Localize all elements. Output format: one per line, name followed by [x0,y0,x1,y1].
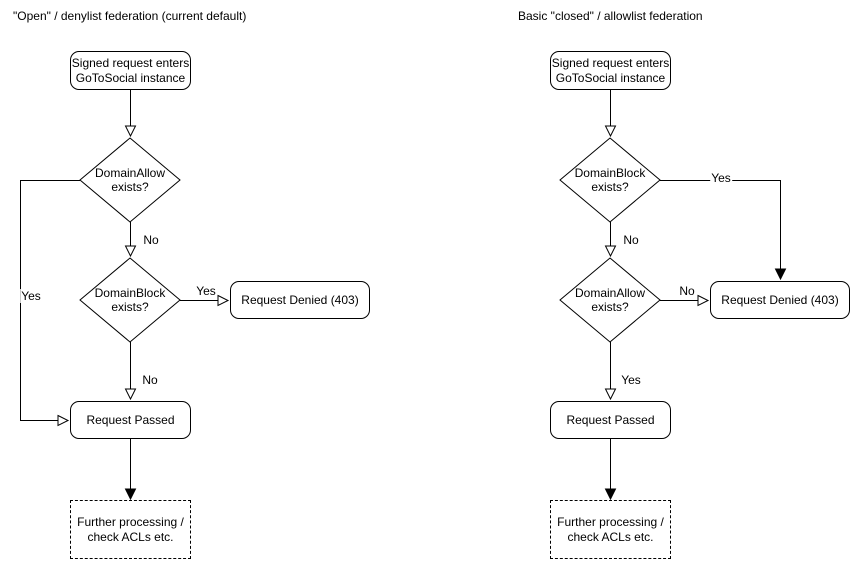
right-decision2-diamond [559,257,661,343]
right-decision1-yes-label: Yes [710,171,732,185]
left-decision1-no-label: No [142,233,160,247]
right-decision1-diamond [559,137,661,223]
right-further-node: Further processing / check ACLs etc. [550,500,671,559]
left-start-node: Signed request enters GoToSocial instanc… [70,51,191,90]
left-further-node: Further processing / check ACLs etc. [70,500,191,559]
right-passed-node: Request Passed [550,401,671,439]
edge-right-decision1-yes [660,180,787,281]
left-decision2-yes-label: Yes [195,284,217,298]
right-decision1-no-label: No [622,233,640,247]
left-passed-node: Request Passed [70,401,191,439]
right-decision2-yes-label: Yes [620,373,642,387]
right-decision2-no-label: No [678,284,696,298]
left-denied-node: Request Denied (403) [230,281,370,319]
right-diagram-title: Basic "closed" / allowlist federation [518,9,703,23]
right-start-node: Signed request enters GoToSocial instanc… [550,51,671,90]
left-decision2-diamond [79,257,181,343]
left-diagram-title: "Open" / denylist federation (current de… [13,9,247,23]
left-decision1-diamond [79,137,181,223]
left-decision1-yes-label: Yes [20,289,42,303]
left-decision2-no-label: No [141,373,159,387]
right-denied-node: Request Denied (403) [710,281,850,319]
